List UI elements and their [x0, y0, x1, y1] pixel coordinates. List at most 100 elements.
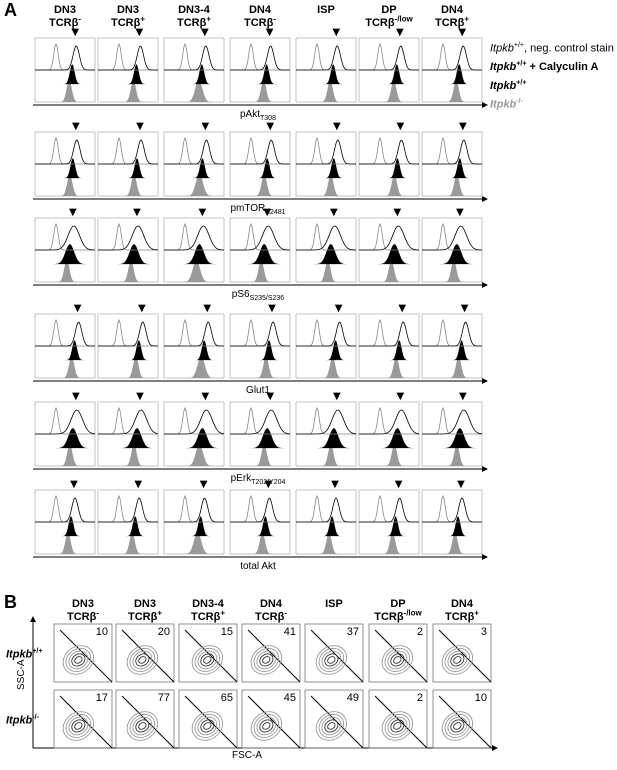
contour-line [450, 653, 465, 667]
gate-diagonal [374, 629, 428, 683]
contour-line [129, 713, 156, 738]
contour-line [200, 719, 215, 733]
contour-line [65, 713, 92, 738]
gate-percentage: 3 [480, 626, 487, 638]
contour-plot-frame [432, 689, 492, 749]
ko-histogram [230, 260, 290, 282]
threshold-marker: ▼ [335, 303, 343, 314]
calyculin-histogram [98, 225, 158, 251]
contour-line [68, 650, 89, 670]
gate-diagonal [438, 695, 492, 749]
contour-line [194, 647, 221, 672]
gate-diagonal [374, 695, 428, 749]
contour-plot-frame [115, 689, 175, 749]
calyculin-histogram [35, 321, 95, 347]
contour-plot-frame [53, 623, 113, 683]
contour-line [197, 650, 218, 670]
calyculin-histogram [359, 45, 419, 71]
threshold-marker: ▼ [200, 479, 208, 490]
wt-histogram [98, 428, 158, 449]
contour-line [447, 716, 468, 736]
gate-percentage: 10 [95, 626, 108, 638]
contour-line [256, 716, 277, 736]
ko-histogram [230, 532, 290, 554]
contour-line [441, 711, 474, 741]
column-header: ISP [317, 4, 335, 16]
threshold-marker: ▼ [133, 207, 141, 218]
ko-histogram [164, 260, 224, 282]
contour-line [447, 650, 468, 670]
contour-line [129, 647, 156, 672]
calyculin-histogram [230, 45, 290, 71]
wt-histogram [359, 244, 419, 265]
gate-percentage: 41 [283, 626, 296, 638]
wt-histogram [296, 428, 356, 449]
threshold-marker: ▼ [333, 391, 341, 402]
calyculin-histogram [296, 409, 357, 435]
calyculin-histogram [164, 45, 224, 71]
contour-line [259, 719, 274, 733]
threshold-marker: ▼ [268, 303, 276, 314]
panel-b-letter: B [4, 592, 17, 612]
threshold-marker: ▼ [331, 479, 339, 490]
gate-percentage: 2 [416, 692, 423, 704]
contour-plot-frame [241, 689, 301, 749]
gate-percentage: 17 [95, 692, 108, 704]
contour-line [315, 645, 348, 675]
gate-percentage: 77 [157, 692, 170, 704]
contour-line [318, 647, 345, 672]
contour-plot-frame [368, 689, 428, 749]
threshold-marker: ▼ [263, 207, 271, 218]
contour-line [387, 716, 408, 736]
contour-line [256, 650, 277, 670]
marker-label: Glut1 [246, 385, 270, 396]
contour-line [327, 656, 336, 664]
axis-arrowhead [482, 378, 488, 384]
contour-line [191, 711, 224, 741]
wt-histogram [35, 428, 95, 449]
legend-neg-control: Itpkb+/+, neg. control stain [490, 42, 614, 55]
calyculin-histogram [164, 139, 224, 165]
threshold-marker: ▼ [459, 391, 467, 402]
threshold-marker: ▼ [199, 207, 207, 218]
axis-arrowhead [482, 196, 488, 202]
axis-arrowhead [482, 554, 488, 560]
contour-plot-frame [304, 689, 364, 749]
calyculin-histogram [230, 497, 290, 523]
y-axis-arrowhead [30, 616, 36, 622]
calyculin-histogram [359, 409, 420, 435]
x-axis-arrowhead [492, 745, 498, 751]
gate-percentage: 15 [220, 626, 233, 638]
calyculin-histogram [164, 409, 225, 435]
threshold-marker: ▼ [395, 479, 403, 490]
contour-plot-frame [432, 623, 492, 683]
wt-histogram [164, 428, 224, 449]
contour-line [384, 713, 411, 738]
marker-label: pAktT308 [240, 109, 276, 122]
legend-knockout: Itpkb-/- [490, 97, 523, 111]
ko-histogram [296, 80, 356, 102]
calyculin-histogram [35, 225, 95, 251]
gate-diagonal [59, 629, 113, 683]
contour-line [318, 713, 345, 738]
threshold-marker: ▼ [71, 27, 79, 38]
wt-histogram [296, 244, 356, 265]
gate-diagonal [59, 695, 113, 749]
contour-line [71, 719, 86, 733]
contour-line [138, 656, 147, 664]
calyculin-histogram [98, 409, 159, 435]
threshold-marker: ▼ [136, 121, 144, 132]
ko-histogram [35, 532, 95, 554]
contour-line [65, 647, 92, 672]
contour-line [250, 645, 283, 675]
threshold-marker: ▼ [265, 479, 273, 490]
calyculin-histogram [35, 409, 96, 435]
contour-plot-frame [178, 689, 238, 749]
calyculin-histogram [359, 497, 419, 523]
